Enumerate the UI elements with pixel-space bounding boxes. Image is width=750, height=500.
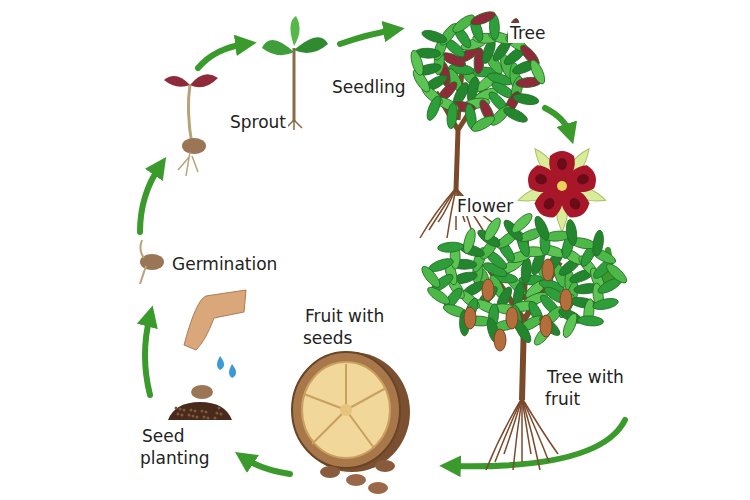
stage-label: Germination (170, 253, 290, 275)
cacao-fruit (292, 352, 410, 494)
cycle-arrows (140, 30, 625, 474)
stage-label-text: Tree with fruit (545, 367, 624, 409)
stage-label-text: Tree (508, 23, 547, 43)
stage-label: Flower (455, 195, 535, 217)
fruit-tree (419, 211, 630, 470)
sprout (164, 74, 218, 176)
stage-label-text: Flower (455, 196, 515, 216)
stage-label: Seedling (330, 76, 420, 98)
stage-label: Seed planting (140, 425, 235, 469)
stage-label: Tree (508, 22, 568, 44)
stage-label-text: Seedling (330, 77, 408, 97)
seed-planting (168, 290, 246, 420)
stage-label-text: Germination (170, 254, 279, 274)
stage-label-text: Seed planting (140, 426, 212, 468)
tree (409, 9, 548, 238)
stage-label: Sprout (228, 111, 308, 133)
stage-label: Tree with fruit (545, 366, 645, 410)
germinating-seed (140, 240, 164, 284)
stage-label-text: Fruit with seeds (303, 306, 384, 348)
stage-label-text: Sprout (228, 112, 288, 132)
stage-label: Fruit with seeds (303, 305, 413, 349)
